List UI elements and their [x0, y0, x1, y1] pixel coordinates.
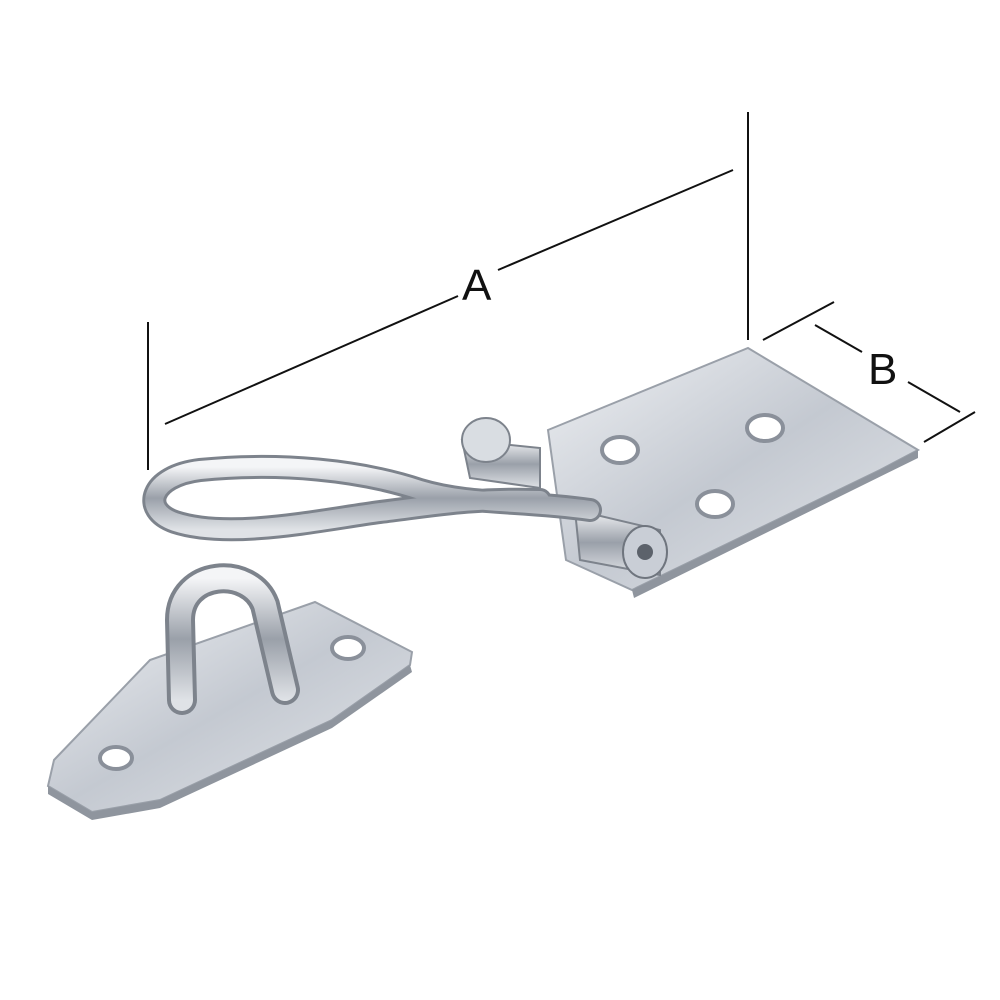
- staple-plate: [46, 600, 414, 820]
- hinge-knuckles: [460, 417, 668, 579]
- dimension-label-b: B: [868, 345, 898, 394]
- dimension-lines: [147, 112, 976, 470]
- hasp-wire-loop: [142, 454, 602, 542]
- staple-loop: [164, 563, 300, 715]
- dimension-label-a: A: [462, 261, 492, 310]
